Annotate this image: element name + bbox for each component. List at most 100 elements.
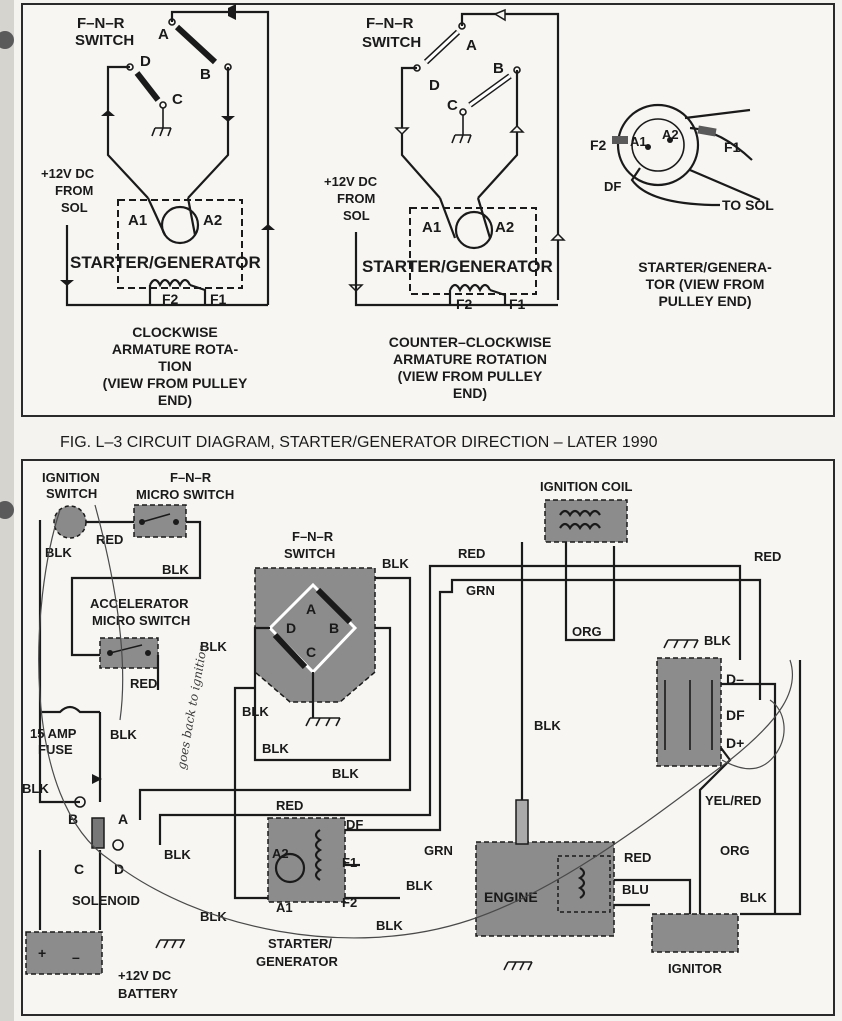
- starter-label-2: GENERATOR: [256, 954, 338, 969]
- fnr-switch-b: B: [329, 620, 339, 636]
- wire-blk-9: BLK: [534, 718, 561, 733]
- cw-a1: A1: [128, 212, 147, 229]
- fnr-switch-c: C: [306, 644, 316, 660]
- ccw-a1: A1: [422, 219, 441, 236]
- wire-blk-6: BLK: [262, 741, 289, 756]
- ignitor: IGNITOR: [651, 913, 739, 976]
- wire-org-2: ORG: [720, 843, 750, 858]
- ccw-terminal-d: D: [429, 77, 440, 94]
- cw-switch-bar-dc: [134, 71, 161, 102]
- binder-hole-mid: [0, 501, 14, 519]
- wire-blk-16: BLK: [740, 890, 767, 905]
- wire-red-4: RED: [754, 549, 781, 564]
- cw-terminal-c: C: [172, 91, 183, 108]
- cw-caption-4: (VIEW FROM PULLEY: [103, 375, 248, 391]
- battery-label-2: BATTERY: [118, 986, 178, 1001]
- ccw-caption-2: ARMATURE ROTATION: [393, 351, 547, 367]
- ccw-caption-1: COUNTER–CLOCKWISE: [389, 334, 552, 350]
- ignition-coil: IGNITION COIL: [540, 479, 633, 543]
- wire-yel-red: YEL/RED: [705, 793, 761, 808]
- wire-blk-2: BLK: [162, 562, 189, 577]
- wire-blk-13: BLK: [406, 878, 433, 893]
- wire-red-5: RED: [276, 798, 303, 813]
- ccw-f2: F2: [456, 296, 473, 312]
- ignition-switch-label-2: SWITCH: [46, 486, 97, 501]
- wire-blk-4: BLK: [110, 727, 137, 742]
- wire-red-1: RED: [96, 532, 123, 547]
- ccw-a2: A2: [495, 219, 514, 236]
- solenoid: B A C D SOLENOID: [68, 774, 140, 908]
- end-view-housing: [616, 103, 700, 187]
- end-view-f2: F2: [590, 137, 607, 153]
- ccw-supply-2: FROM: [337, 191, 375, 206]
- engine-label: ENGINE: [484, 889, 538, 905]
- cw-switch-label: SWITCH: [75, 32, 134, 49]
- ccw-terminal-a: A: [466, 37, 477, 54]
- wire-red-2: RED: [130, 676, 157, 691]
- ccw-caption-3: (VIEW FROM PULLEY: [398, 368, 543, 384]
- end-view-a2: A2: [662, 127, 679, 142]
- end-view-caption-1: STARTER/GENERA-: [638, 259, 772, 275]
- cw-supply-2: FROM: [55, 183, 93, 198]
- cw-switch-bar-ab: [174, 24, 218, 65]
- fnr-micro-switch: F–N–R MICRO SWITCH: [133, 470, 234, 538]
- starter-generator: A2 A1 DF F1 F2 STARTER/ GENERATOR: [256, 817, 363, 969]
- engine: ENGINE: [475, 799, 615, 937]
- starter-f1: F1: [342, 855, 357, 870]
- starter-label-1: STARTER/: [268, 936, 332, 951]
- wire-red-6: RED: [624, 850, 651, 865]
- wire-blk-7: BLK: [382, 556, 409, 571]
- ccw-caption-4: END): [453, 385, 487, 401]
- end-view-a1: A1: [630, 134, 647, 149]
- fnr-switch-label-2: SWITCH: [284, 546, 335, 561]
- wire-blk-5: BLK: [242, 704, 269, 719]
- cw-f2: F2: [162, 291, 179, 307]
- end-view-caption-3: PULLEY END): [658, 293, 751, 309]
- end-view-to-sol: TO SOL: [722, 197, 774, 213]
- cw-diagram: F–N–R SWITCH A D B C +12V DC FR: [41, 4, 275, 408]
- ccw-diagram: F–N–R SWITCH A D B C +12V DC FR: [324, 8, 566, 401]
- wire-blk-12: BLK: [164, 847, 191, 862]
- ccw-supply-1: +12V DC: [324, 174, 378, 189]
- wire-blk-15: BLK: [376, 918, 403, 933]
- starter-df: DF: [346, 817, 363, 832]
- fuse-label-2: FUSE: [38, 742, 73, 757]
- regulator-df: DF: [726, 707, 745, 723]
- wire-blk-11: BLK: [22, 781, 49, 796]
- wire-blu: BLU: [622, 882, 649, 897]
- wire-blk-1: BLK: [45, 545, 72, 560]
- regulator-dplus: D+: [726, 735, 744, 751]
- cw-caption-3: TION: [158, 358, 191, 374]
- ccw-switch-label: SWITCH: [362, 34, 421, 51]
- cw-supply-1: +12V DC: [41, 166, 95, 181]
- ignition-switch-label-1: IGNITION: [42, 470, 100, 485]
- wire-grn-2: GRN: [424, 843, 453, 858]
- end-view-df: DF: [604, 179, 621, 194]
- cw-terminal-d: D: [140, 53, 151, 70]
- ccw-f1: F1: [509, 296, 526, 312]
- wire-grn-1: GRN: [466, 583, 495, 598]
- cw-starter-label: STARTER/GENERATOR: [70, 253, 261, 272]
- solenoid-d: D: [114, 861, 124, 877]
- fnr-micro-label-1: F–N–R: [170, 470, 212, 485]
- cw-f1: F1: [210, 291, 227, 307]
- cw-terminal-a: A: [158, 26, 169, 43]
- fnr-micro-label-2: MICRO SWITCH: [136, 487, 234, 502]
- wire-blk-3: BLK: [200, 639, 227, 654]
- accel-label-2: MICRO SWITCH: [92, 613, 190, 628]
- bottom-panel: IGNITION SWITCH F–N–R MICRO SWITCH IGNIT…: [21, 459, 835, 1016]
- cw-caption-2: ARMATURE ROTA-: [112, 341, 239, 357]
- fnr-switch-label-1: F–N–R: [292, 529, 334, 544]
- regulator: D– DF D+: [656, 657, 745, 767]
- ccw-terminal-b: B: [493, 60, 504, 77]
- cw-supply-3: SOL: [61, 200, 88, 215]
- end-view-diagram: A1 A2 F2 F1 DF TO SOL STARTER/GENERA- TO…: [590, 103, 774, 309]
- cw-caption-5: END): [158, 392, 192, 408]
- ccw-supply-3: SOL: [343, 208, 370, 223]
- fuse-label-1: 15 AMP: [30, 726, 77, 741]
- ccw-fnr-label: F–N–R: [366, 15, 414, 32]
- wire-red-3: RED: [458, 546, 485, 561]
- cw-a2: A2: [203, 212, 222, 229]
- fnr-switch-a: A: [306, 601, 316, 617]
- starter-a2: A2: [272, 846, 289, 861]
